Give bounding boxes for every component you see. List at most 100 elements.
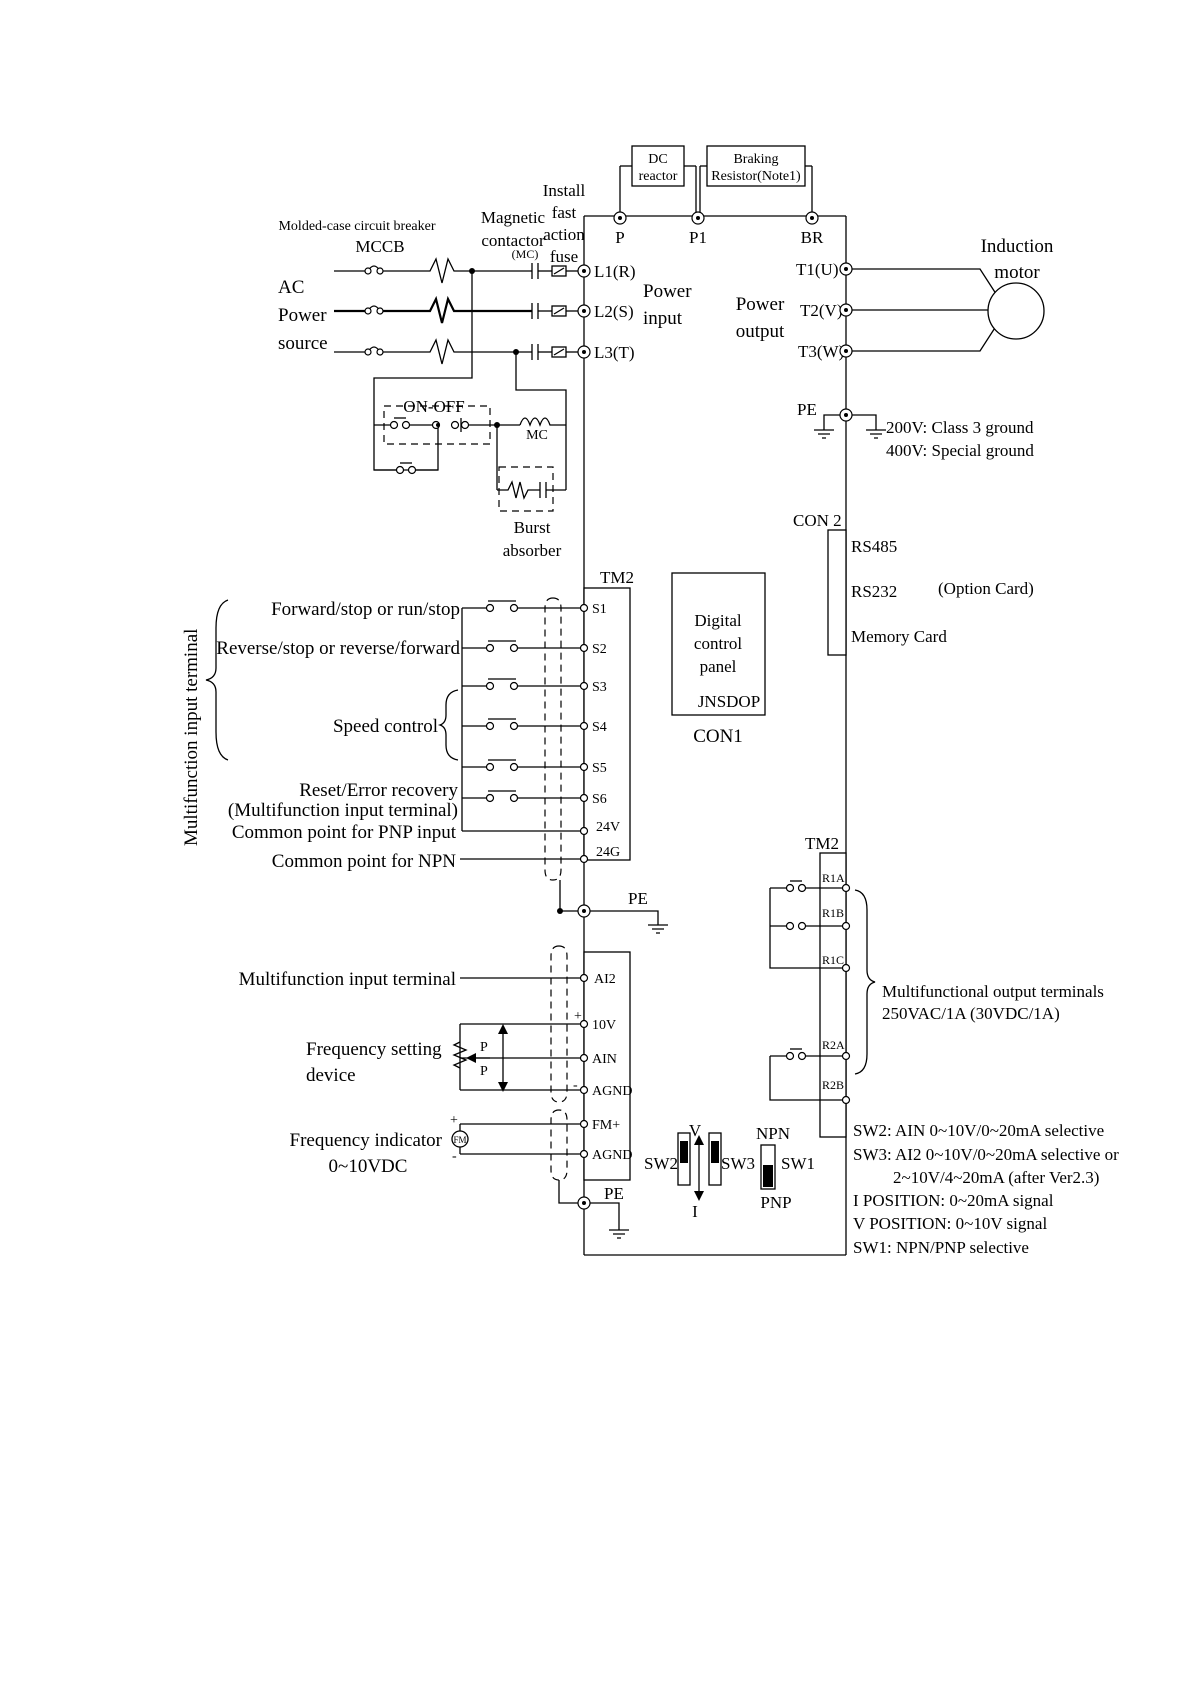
terminal-t3: T3(W)	[798, 342, 844, 361]
minus-1: -	[573, 1078, 578, 1093]
multi-input-ai2-label: Multifunction input terminal	[239, 969, 456, 990]
note-i-position: I POSITION: 0~20mA signal	[853, 1191, 1054, 1210]
install-label-2: fast	[552, 203, 577, 222]
power-output-label-2: output	[736, 321, 785, 342]
magnetic-label-1: Magnetic	[481, 208, 546, 227]
install-label-1: Install	[543, 181, 586, 200]
terminal-r1c: R1C	[822, 953, 844, 967]
terminal-agnd-1: AGND	[592, 1084, 632, 1099]
pot-p-1: P	[480, 1040, 488, 1055]
rev-label: Reverse/stop or reverse/forward	[216, 638, 460, 659]
magnetic-label-2: contactor	[481, 231, 545, 250]
pnp-common-label: Common point for PNP input	[232, 822, 457, 843]
reset-label-2: (Multifunction input terminal)	[228, 800, 458, 821]
minus-2: -	[452, 1149, 457, 1164]
sw-v-label: V	[689, 1121, 702, 1140]
power-input-label-2: input	[643, 308, 683, 329]
terminal-l1: L1(R)	[594, 262, 636, 281]
terminal-l3: L3(T)	[594, 343, 635, 362]
terminal-fm-plus: FM+	[592, 1118, 620, 1133]
induction-label-1: Induction	[981, 236, 1054, 257]
analog-block: Multifunction input terminal AI2 10V AIN…	[239, 945, 632, 1239]
note-sw3-1: SW3: AI2 0~10V/0~20mA selective or	[853, 1145, 1119, 1164]
freq-ind-label-1: Frequency indicator	[290, 1130, 443, 1151]
switch-notes: SW2: AIN 0~10V/0~20mA selective SW3: AI2…	[853, 1121, 1119, 1257]
terminal-br: BR	[801, 228, 824, 247]
panel-label-4: JNSDOP	[698, 692, 760, 711]
panel-label-3: panel	[700, 657, 737, 676]
multi-out-label-1: Multifunctional output terminals	[882, 982, 1104, 1001]
on-off-label: ON-OFF	[403, 397, 464, 416]
sw3-label: SW3	[721, 1154, 755, 1173]
ground-400-label: 400V: Special ground	[886, 441, 1034, 460]
dc-reactor: DC reactor	[619, 145, 697, 218]
note-v-position: V POSITION: 0~10V signal	[853, 1214, 1047, 1233]
speed-label: Speed control	[333, 716, 438, 737]
freq-ind-label-2: 0~10VDC	[329, 1156, 408, 1177]
fm-meter	[451, 1130, 469, 1148]
fwd-label: Forward/stop or run/stop	[271, 599, 460, 620]
terminal-ain: AIN	[592, 1052, 617, 1067]
install-label-4: fuse	[550, 247, 578, 266]
mc-coil-label: MC	[526, 428, 548, 443]
rs485-label: RS485	[851, 537, 897, 556]
terminal-s2: S2	[592, 642, 607, 657]
mccb-label-2: MCCB	[355, 237, 404, 256]
sw-i-label: I	[692, 1202, 698, 1221]
multi-out-label-2: 250VAC/1A (30VDC/1A)	[882, 1004, 1060, 1023]
ac-input-section: Molded-case circuit breaker MCCB Magneti…	[278, 181, 692, 560]
power-output-label-1: Power	[736, 294, 785, 315]
ground-200-label: 200V: Class 3 ground	[886, 418, 1034, 437]
pnp-label: PNP	[760, 1193, 791, 1212]
terminal-s5: S5	[592, 761, 607, 776]
panel-label-1: Digital	[694, 611, 741, 630]
dc-reactor-label-1: DC	[648, 152, 667, 167]
pot-p-2: P	[480, 1064, 488, 1079]
npn-common-label: Common point for NPN	[272, 851, 456, 872]
terminal-agnd-2: AGND	[592, 1148, 632, 1163]
power-input-label-1: Power	[643, 281, 692, 302]
freq-set-label-1: Frequency setting	[306, 1039, 442, 1060]
con1-label: CON1	[693, 726, 743, 747]
ac-label-2: Power	[278, 305, 327, 326]
sw1-label: SW1	[781, 1154, 815, 1173]
terminal-p1: P1	[689, 228, 707, 247]
dc-terminals: P P1 BR	[613, 211, 824, 247]
relay-output-block: TM2 R1A R1B R1C R2A R2B Multifunctional …	[769, 834, 1104, 1138]
fm-label: FM	[453, 1135, 466, 1145]
npn-label: NPN	[756, 1124, 790, 1143]
terminal-24g: 24G	[596, 845, 620, 860]
terminal-ai2: AI2	[594, 972, 616, 987]
pe-middle: PE	[557, 880, 668, 934]
burst-label-1: Burst	[514, 518, 551, 537]
ac-label-3: source	[278, 333, 328, 354]
rs232-label: RS232	[851, 582, 897, 601]
dip-switches: V I SW2 SW3 NPN PNP SW1	[644, 1121, 815, 1221]
braking-label-2: Resistor(Note1)	[711, 169, 801, 184]
ac-label-1: AC	[278, 277, 304, 298]
terminal-10v: 10V	[592, 1018, 616, 1033]
braking-resistor: Braking Resistor(Note1)	[699, 145, 813, 218]
braking-label-1: Braking	[733, 152, 778, 167]
multi-input-vertical-label: Multifunction input terminal	[181, 629, 202, 846]
note-sw2: SW2: AIN 0~10V/0~20mA selective	[853, 1121, 1104, 1140]
mccb-label-1: Molded-case circuit breaker	[278, 219, 435, 234]
install-label-3: action	[543, 225, 585, 244]
terminal-s1: S1	[592, 602, 607, 617]
reset-label-1: Reset/Error recovery	[299, 780, 458, 801]
burst-label-2: absorber	[503, 541, 562, 560]
note-sw1: SW1: NPN/PNP selective	[853, 1238, 1029, 1257]
note-sw3-2: 2~10V/4~20mA (after Ver2.3)	[893, 1168, 1099, 1187]
plus-2: +	[450, 1113, 458, 1128]
terminal-24v: 24V	[596, 820, 620, 835]
terminal-s6: S6	[592, 792, 607, 807]
terminal-l2: L2(S)	[594, 302, 634, 321]
mc-small-label: (MC)	[512, 247, 539, 261]
terminal-r2a: R2A	[822, 1038, 845, 1052]
terminal-r1b: R1B	[822, 906, 844, 920]
terminal-s4: S4	[592, 720, 607, 735]
tm2-input-block: TM2 Multifunction input terminal Forward…	[181, 568, 634, 881]
motor-circle	[987, 282, 1045, 340]
memory-card-label: Memory Card	[851, 627, 947, 646]
option-card-label: (Option Card)	[938, 579, 1034, 598]
